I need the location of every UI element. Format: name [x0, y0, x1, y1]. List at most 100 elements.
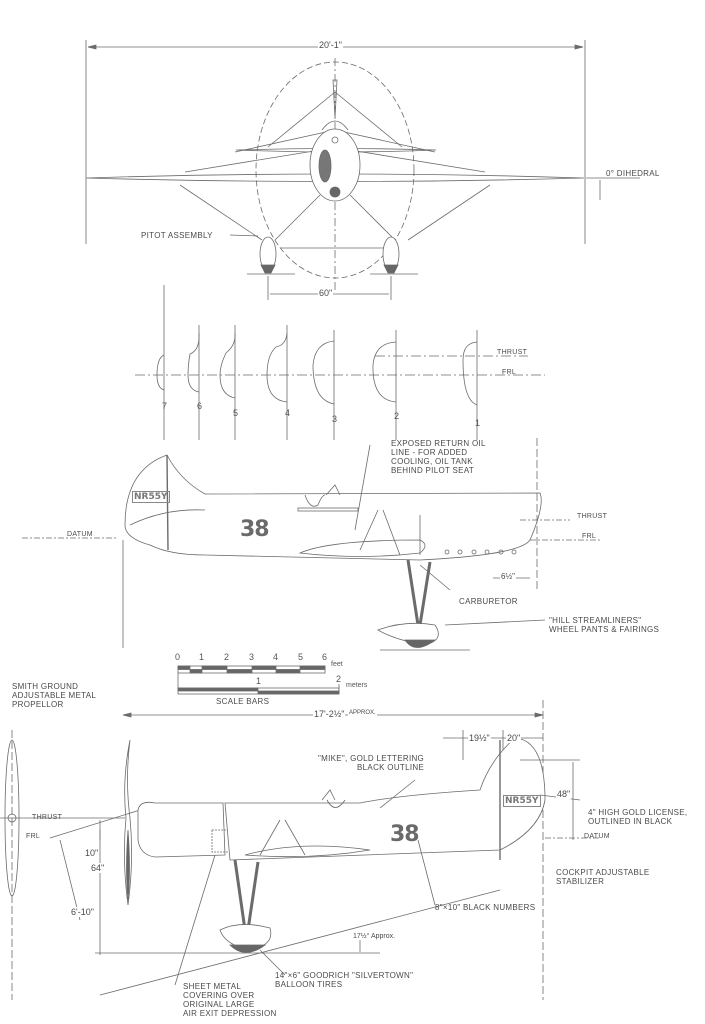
- mike-leader: [379, 779, 416, 809]
- feet-segment: [189, 669, 203, 674]
- lower-frl-label: FRL: [26, 833, 41, 840]
- bracing-wire: [234, 129, 336, 153]
- carburetor-leader: [419, 564, 451, 591]
- registration-upper: NR55Y: [132, 491, 170, 503]
- fuselage-front: [309, 128, 361, 202]
- length-dimension: 17'-2½": [313, 709, 346, 719]
- cockpit-cutout: [304, 494, 326, 507]
- feet-tick-6: 6: [322, 652, 328, 662]
- gear-leg: [406, 559, 420, 626]
- side-view-upper: [22, 438, 600, 651]
- section-4: [266, 332, 288, 403]
- main-wing: [85, 173, 585, 182]
- feet-segment: [275, 669, 301, 674]
- feet-tick-0: 0: [175, 652, 181, 662]
- vertical-fin: [332, 79, 338, 119]
- cowling: [137, 801, 226, 858]
- strut: [284, 819, 306, 856]
- dim-6-10-line: [59, 839, 81, 921]
- bracing-wire: [349, 149, 486, 173]
- horizontal-stabilizer: [235, 148, 437, 153]
- wing-strut: [382, 509, 401, 556]
- race-number-upper: 38: [240, 517, 270, 542]
- scale-bars-title: SCALE BARS: [216, 697, 270, 706]
- station-label-2: 2: [394, 411, 400, 421]
- tire-right: [383, 264, 399, 274]
- race-number-lower: 38: [390, 822, 420, 847]
- stabilizer-note: COCKPIT ADJUSTABLE STABILIZER: [556, 868, 650, 886]
- length-qualifier: APPROX.: [348, 710, 377, 716]
- gear-wire: [407, 184, 491, 241]
- feet-tick-2: 2: [224, 652, 230, 662]
- louver-spacing-dimension: 6½": [500, 572, 516, 581]
- cockpit-cutout-lower: [326, 799, 346, 808]
- spinner: [329, 186, 341, 198]
- station-label-5: 5: [233, 408, 239, 418]
- wing-root-lower: [244, 845, 371, 858]
- wheel-pants-leader: [444, 619, 546, 626]
- tires-note: 14"×6" GOODRICH "SILVERTOWN" BALLOON TIR…: [275, 971, 414, 989]
- dihedral-label: 0° DIHEDRAL: [606, 169, 660, 178]
- landing-gear-leg: [274, 194, 321, 241]
- mike-note: "MIKE", GOLD LETTERING BLACK OUTLINE: [318, 754, 425, 772]
- gear-leg-lower: [246, 861, 260, 931]
- feet-tick-3: 3: [249, 652, 255, 662]
- dim-10: 10": [84, 848, 100, 858]
- wheel-pants-note: "HILL STREAMLINERS" WHEEL PANTS & FAIRIN…: [549, 616, 660, 634]
- sheet-metal-leader: [174, 854, 216, 986]
- feet-segment: [251, 665, 277, 670]
- section-3: [312, 340, 335, 405]
- cross-sections: [135, 285, 545, 440]
- numbers-note: 8"×10" BLACK NUMBERS: [435, 903, 536, 912]
- exhaust-stacks: [444, 549, 517, 555]
- wing-strut: [359, 509, 379, 551]
- lower-datum-label: DATUM: [584, 833, 610, 840]
- strut: [259, 819, 281, 856]
- section-2: [372, 341, 397, 403]
- feet-segment: [299, 665, 326, 670]
- prop-blade-dark: [126, 829, 130, 901]
- tire-left: [260, 264, 276, 274]
- station-label-6: 6: [197, 401, 203, 411]
- gear-leg-lower: [233, 859, 247, 931]
- length-arrows: [122, 712, 544, 718]
- pitot-assembly-label: PITOT ASSEMBLY: [141, 231, 213, 240]
- dim-19-5: 19½": [468, 733, 491, 743]
- span-arrows: [87, 44, 584, 50]
- pitot-leader: [229, 234, 259, 237]
- canopy: [321, 120, 349, 131]
- dim-6-10: 6'-10": [70, 907, 95, 917]
- feet-unit: feet: [331, 661, 343, 668]
- station-label-1: 1: [475, 418, 481, 428]
- meter-segment: [257, 690, 340, 695]
- upper-datum-label: DATUM: [67, 531, 93, 538]
- windshield: [325, 484, 341, 496]
- carburetor-label: CARBURETOR: [459, 597, 518, 606]
- flying-wire: [267, 91, 336, 148]
- tire: [404, 639, 437, 648]
- feet-segment: [201, 665, 228, 670]
- oil-line-leader: [354, 444, 371, 531]
- gear-leg: [418, 561, 432, 626]
- feet-tick-5: 5: [298, 652, 304, 662]
- section-1: [462, 341, 478, 406]
- ground-angle: 17½° Approx.: [352, 933, 397, 940]
- registration-lower: NR55Y: [503, 795, 541, 807]
- lower-thrust-label: THRUST: [32, 814, 63, 821]
- section-7: [156, 354, 165, 391]
- wheel-pant: [377, 622, 439, 646]
- feet-segment: [177, 665, 191, 670]
- bracing-wire: [184, 149, 321, 173]
- wheel-pant-lower: [219, 924, 272, 951]
- station-label-7: 7: [162, 401, 168, 411]
- meter-tick-2: 2: [336, 674, 342, 684]
- propeller-side: [124, 739, 132, 906]
- track-dimension: 60": [318, 288, 334, 298]
- upper-frl-label: FRL: [582, 533, 597, 540]
- dim-20: 20": [506, 733, 522, 743]
- prop-hub: [331, 136, 339, 144]
- cross-section-thrust-label: THRUST: [497, 349, 528, 356]
- wing-root: [298, 539, 426, 557]
- upper-thrust-label: THRUST: [577, 513, 608, 520]
- feet-segment: [226, 669, 253, 674]
